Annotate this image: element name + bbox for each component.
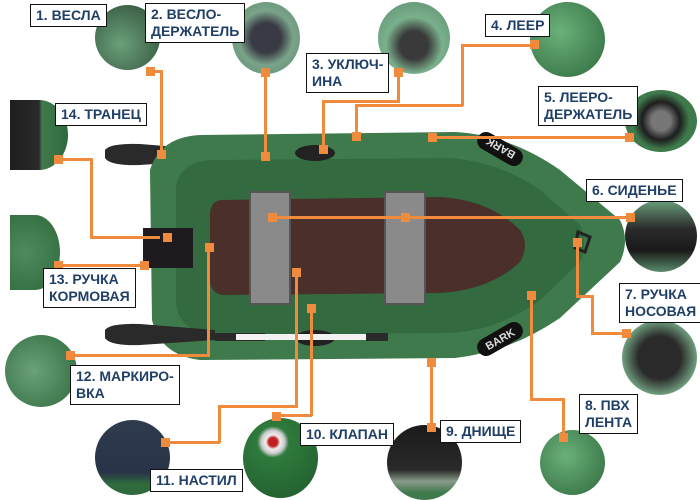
label-rope: 4. ЛЕЕР — [485, 14, 551, 37]
leader-dot — [163, 233, 172, 242]
leader-dot — [54, 155, 63, 164]
seat-front — [384, 191, 426, 305]
leader-dot — [427, 423, 436, 432]
leader-dot — [622, 329, 631, 338]
leader-dot — [161, 438, 170, 447]
leader-dot — [205, 243, 214, 252]
bow-handle-thumbnail — [622, 320, 697, 395]
leader-dot — [427, 358, 436, 367]
leader-dot — [157, 150, 166, 159]
label-oars: 1. ВЕСЛА — [30, 4, 107, 27]
leader-dot — [626, 213, 635, 222]
label-bottom: 9. ДНИЩЕ — [440, 420, 522, 443]
bottom-oar — [105, 323, 388, 346]
leader-dot — [428, 133, 437, 142]
label-seat: 6. СИДЕНЬЕ — [586, 179, 683, 202]
pvc-tape-thumbnail — [540, 430, 605, 495]
leader-dot — [530, 40, 539, 49]
label-transom: 14. ТРАНЕЦ — [55, 103, 147, 126]
leader-dot — [268, 213, 277, 222]
oarlock-thumbnail — [378, 2, 450, 74]
seat-rear — [249, 191, 291, 305]
label-pvc-tape: 8. ПВХ ЛЕНТА — [579, 394, 639, 434]
label-oarlock: 3. УКЛЮЧ- ИНА — [306, 53, 390, 93]
label-marking: 12. МАРКИРО- ВКА — [70, 365, 180, 405]
label-valve: 10. КЛАПАН — [300, 423, 394, 446]
seat-thumbnail — [625, 200, 697, 272]
leader-dot — [559, 433, 568, 442]
leader-dot — [394, 68, 403, 77]
leader-dot — [292, 268, 301, 277]
leader-dot — [319, 145, 328, 154]
leader-dot — [66, 351, 75, 360]
leader-dot — [307, 304, 316, 313]
leader-dot — [352, 132, 361, 141]
label-bow-handle: 7. РУЧКА НОСОВАЯ — [619, 283, 700, 323]
leader-dot — [261, 152, 270, 161]
leader-dot — [146, 67, 155, 76]
label-oar-holder: 2. ВЕСЛО- ДЕРЖАТЕЛЬ — [145, 3, 246, 43]
leader-dot — [54, 261, 63, 270]
marking-thumbnail — [5, 335, 77, 407]
leader-dot — [625, 133, 634, 142]
label-flooring: 11. НАСТИЛ — [150, 469, 243, 492]
leader-dot — [401, 213, 410, 222]
leader-dot — [140, 261, 149, 270]
label-rope-holder: 5. ЛЕЕРО- ДЕРЖАТЕЛЬ — [538, 86, 639, 126]
leader-dot — [527, 291, 536, 300]
label-stern-handle: 13. РУЧКА КОРМОВАЯ — [43, 268, 136, 308]
leader-dot — [573, 238, 582, 247]
leader-dot — [272, 412, 281, 421]
leader-dot — [261, 68, 270, 77]
